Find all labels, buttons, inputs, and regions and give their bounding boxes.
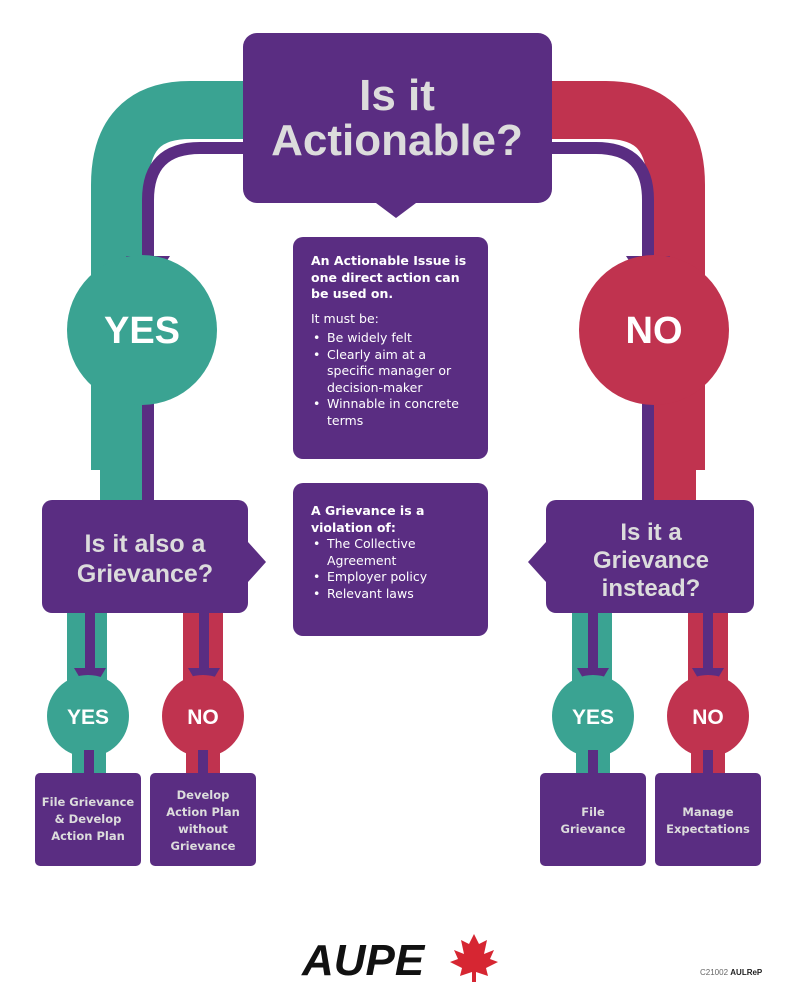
outcome-file-and-develop-line-1: File Grievance xyxy=(42,795,135,809)
right-yes-circle-label: YES xyxy=(572,706,614,729)
left-no-stem-line xyxy=(199,600,209,675)
list-item: Employer policy xyxy=(311,569,474,586)
list-item: Clearly aim at a specific manager or dec… xyxy=(311,347,474,397)
left-question-pointer xyxy=(248,542,266,582)
left-yes-circle-label: YES xyxy=(67,706,109,729)
actionable-info-lead: An Actionable Issue is one direct action… xyxy=(311,253,467,301)
no-to-question-connector xyxy=(654,390,696,510)
yes-circle-label: YES xyxy=(104,310,180,352)
left-yes-outcome-stem-line xyxy=(84,750,94,780)
outcome-develop-without-line-2: Action Plan xyxy=(166,805,240,819)
yes-path-arrow-line xyxy=(142,142,250,262)
actionable-info-box: An Actionable Issue is one direct action… xyxy=(293,237,488,459)
right-no-outcome-stem-line xyxy=(703,750,713,780)
grievance-info-lead: A Grievance is a violation of: xyxy=(311,503,425,535)
right-question-pointer xyxy=(528,542,546,582)
no-path-arrow-line xyxy=(546,142,654,262)
outcome-manage-expectations-box xyxy=(655,773,761,866)
list-item: The Collective Agreement xyxy=(311,536,474,569)
left-no-outcome-stem-line xyxy=(198,750,208,780)
no-to-question-line xyxy=(642,390,654,510)
left-question-line-2: Grievance? xyxy=(77,560,213,588)
yes-to-question-connector xyxy=(100,390,142,510)
outcome-manage-expectations-line-2: Expectations xyxy=(666,822,750,836)
union-bug: AULReP xyxy=(730,968,763,977)
right-question-box xyxy=(546,500,754,613)
left-no-circle xyxy=(162,675,244,757)
yes-circle xyxy=(67,255,217,405)
title-box-pointer xyxy=(376,203,416,218)
title-box xyxy=(243,33,552,203)
right-no-stem-line xyxy=(703,600,713,675)
list-item: Be widely felt xyxy=(311,330,474,347)
yes-path xyxy=(91,81,250,470)
list-item: Winnable in concrete terms xyxy=(311,396,474,429)
grievance-info-list: The Collective Agreement Employer policy… xyxy=(311,536,474,602)
outcome-develop-without-line-3: without xyxy=(178,822,228,836)
outcome-file-grievance-line-2: Grievance xyxy=(561,822,626,836)
outcome-file-grievance-box xyxy=(540,773,646,866)
yes-to-question-line xyxy=(142,390,154,510)
right-question-line-1: Is it a xyxy=(620,519,682,546)
aupe-logo-text: AUPE xyxy=(301,936,426,985)
grievance-info-box: A Grievance is a violation of: The Colle… xyxy=(293,483,488,636)
right-yes-circle xyxy=(552,675,634,757)
title-line-1: Is it xyxy=(359,71,435,120)
right-question-line-2: Grievance xyxy=(593,547,709,574)
right-yes-stem-line xyxy=(588,600,598,675)
title-line-2: Actionable? xyxy=(271,116,523,165)
left-question-box xyxy=(42,500,248,613)
right-question-line-3: instead? xyxy=(602,575,701,602)
outcome-file-and-develop-line-3: Action Plan xyxy=(51,829,125,843)
outcome-develop-without-box xyxy=(150,773,256,866)
actionable-info-list: Be widely felt Clearly aim at a specific… xyxy=(311,330,474,429)
no-circle-label: NO xyxy=(626,310,683,352)
actionable-info-intro: It must be: xyxy=(311,310,379,326)
list-item: Relevant laws xyxy=(311,586,474,603)
maple-leaf-icon xyxy=(450,934,498,982)
outcome-file-and-develop-line-2: & Develop xyxy=(55,812,122,826)
right-no-circle xyxy=(667,675,749,757)
outcome-develop-without-line-4: Grievance xyxy=(171,839,236,853)
left-question-line-1: Is it also a xyxy=(85,530,207,558)
document-code: C21002 AULReP xyxy=(700,968,762,977)
outcome-file-grievance-line-1: File xyxy=(581,805,605,819)
outcome-manage-expectations-line-1: Manage xyxy=(682,805,733,819)
left-yes-circle xyxy=(47,675,129,757)
outcome-file-and-develop-box xyxy=(35,773,141,866)
aupe-logo: AUPE xyxy=(301,934,498,985)
no-circle xyxy=(579,255,729,405)
right-no-circle-label: NO xyxy=(692,706,724,729)
right-yes-outcome-stem-line xyxy=(588,750,598,780)
no-path xyxy=(546,81,705,470)
outcome-develop-without-line-1: Develop xyxy=(177,788,230,802)
document-code-number: C21002 xyxy=(700,968,729,977)
left-yes-stem-line xyxy=(85,600,95,675)
left-no-circle-label: NO xyxy=(187,706,219,729)
